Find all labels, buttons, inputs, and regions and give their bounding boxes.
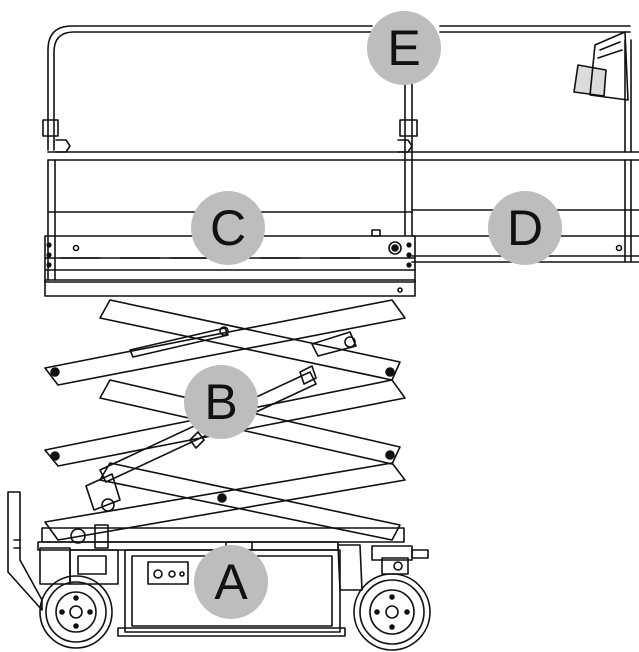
callout-e: E — [367, 11, 441, 85]
scissor-arms — [44, 299, 406, 541]
callout-b: B — [184, 365, 258, 439]
callout-b-label: B — [204, 374, 237, 430]
callout-d: D — [488, 191, 562, 265]
callout-d-label: D — [507, 200, 543, 256]
callout-c: C — [191, 191, 265, 265]
guardrail-assembly — [42, 25, 639, 236]
callout-e-label: E — [387, 20, 420, 76]
rear-wheel — [353, 573, 431, 651]
control-box — [573, 31, 629, 101]
front-wheel — [39, 575, 113, 649]
callout-a-label: A — [214, 554, 248, 610]
callout-c-label: C — [210, 200, 246, 256]
callout-a: A — [194, 545, 268, 619]
